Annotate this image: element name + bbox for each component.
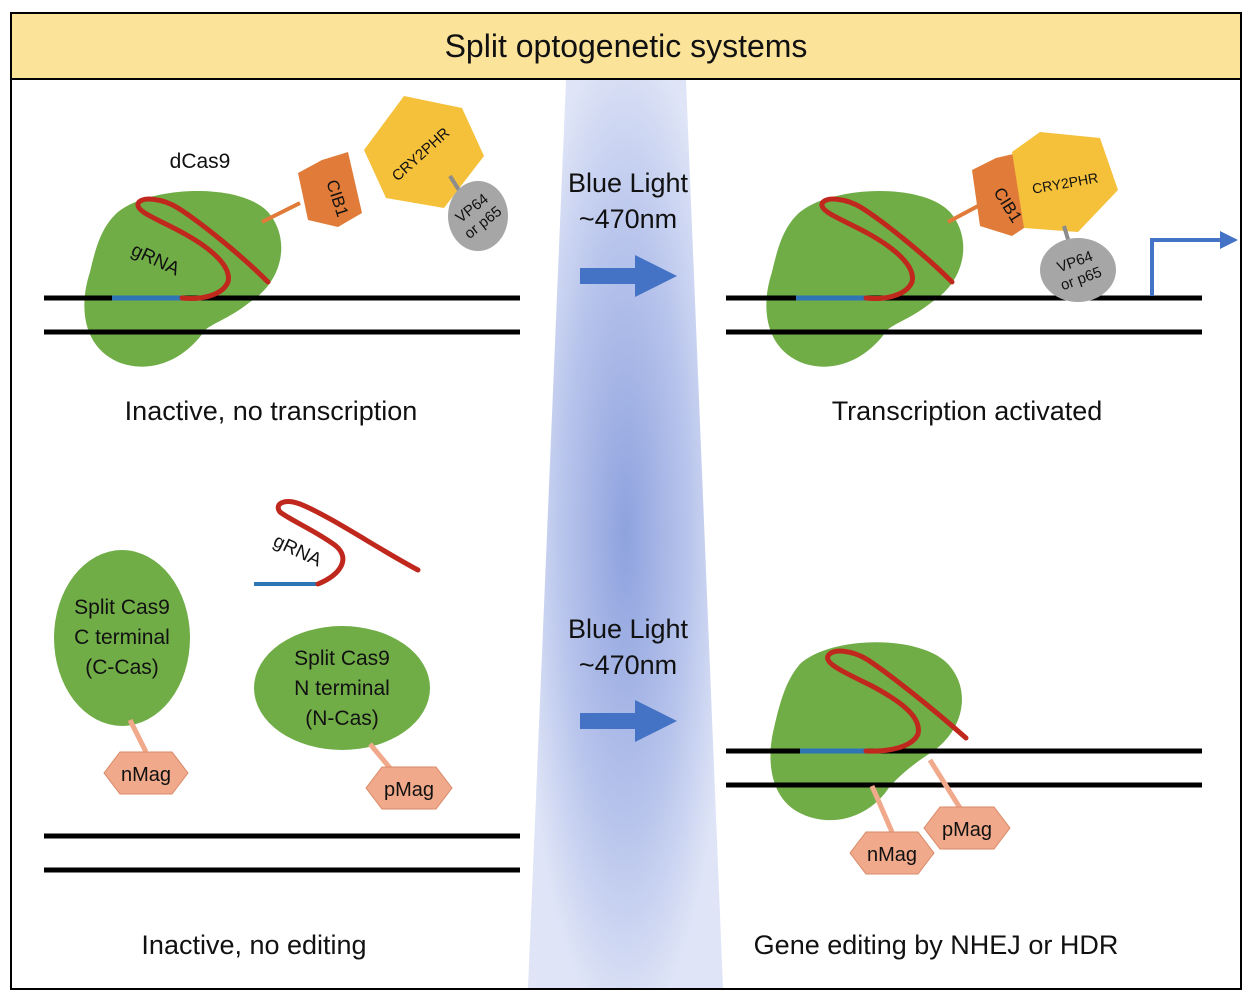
- transcription-arrow-head-icon: [1220, 231, 1238, 249]
- pmag-domain: [365, 766, 453, 810]
- panel-bottom-right: pMag nMag Gene editing by NHEJ or HDR: [726, 642, 1202, 960]
- cib1-linker: [261, 201, 301, 224]
- caption-top-left: Inactive, no transcription: [125, 396, 418, 426]
- n-cas-label-line1: Split Cas9: [294, 647, 390, 670]
- wavelength-label-bottom: ~470nm: [579, 650, 677, 680]
- pmag-linker-br: [927, 758, 963, 810]
- blue-light-label-top: Blue Light: [568, 168, 689, 198]
- page-title: Split optogenetic systems: [444, 27, 808, 64]
- vp64-activator: [448, 181, 508, 251]
- title-bar: Split optogenetic systems: [12, 14, 1240, 80]
- nmag-linker-br: [869, 785, 895, 833]
- wavelength-label-top: ~470nm: [579, 204, 677, 234]
- pmag-domain-br: [923, 806, 1011, 850]
- c-cas-label-line3: (C-Cas): [85, 656, 159, 679]
- activation-arrow-top: [580, 255, 677, 297]
- grna-strand-free: [275, 499, 421, 587]
- cry2phr-domain-active: [1012, 132, 1118, 232]
- nmag-label: nMag: [121, 764, 171, 786]
- panel-bottom-left: gRNA Split Cas9 C terminal (C-Cas) nMag …: [44, 499, 520, 960]
- reconstituted-cas9: [770, 642, 962, 821]
- blue-light-label-bottom: Blue Light: [568, 614, 689, 644]
- grna-label-free: gRNA: [270, 531, 325, 572]
- blue-light-beam: [528, 80, 723, 988]
- activation-arrow-bottom: [580, 700, 677, 742]
- caption-bottom-right: Gene editing by NHEJ or HDR: [754, 930, 1119, 960]
- grna-strand: [135, 196, 271, 301]
- nmag-domain: [103, 751, 189, 795]
- cib1-linker-active: [947, 204, 979, 224]
- panel-top-left: dCas9 gRNA CIB1 CRY2PHR VP64 or p65 Inac…: [44, 96, 520, 426]
- grna-strand-active: [819, 196, 955, 301]
- split-cas9-n-terminal: [254, 626, 430, 750]
- pmag-linker: [368, 742, 392, 770]
- split-cas9-c-terminal: [54, 550, 190, 726]
- caption-top-right: Transcription activated: [832, 396, 1103, 426]
- n-cas-label-line3: (N-Cas): [305, 707, 379, 730]
- dcas9-protein: [84, 190, 282, 367]
- transcription-start-arrow: [1150, 238, 1222, 296]
- vp64-activator-active: [1040, 238, 1116, 302]
- pmag-label: pMag: [384, 779, 434, 801]
- pmag-label-br: pMag: [942, 819, 992, 841]
- nmag-linker: [127, 718, 149, 754]
- nmag-label-br: nMag: [867, 844, 917, 866]
- panel-top-right: CIB1 CRY2PHR VP64 or p65 Transcription a…: [726, 132, 1238, 426]
- c-cas-label-line2: C terminal: [74, 626, 170, 649]
- cib1-domain: [298, 152, 362, 227]
- dcas9-label: dCas9: [170, 150, 231, 173]
- c-cas-label-line1: Split Cas9: [74, 596, 170, 619]
- nmag-domain-br: [849, 831, 935, 875]
- grna-strand-br: [825, 648, 969, 754]
- n-cas-label-line2: N terminal: [294, 677, 390, 700]
- dcas9-protein-active: [766, 190, 964, 367]
- caption-bottom-left: Inactive, no editing: [141, 930, 366, 960]
